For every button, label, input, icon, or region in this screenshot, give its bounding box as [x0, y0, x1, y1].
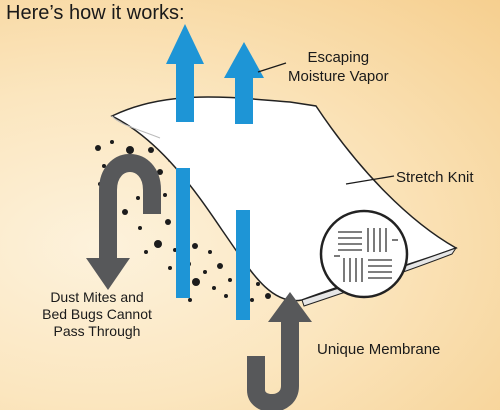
- dust-mites-label-line: Pass Through: [53, 323, 141, 339]
- vapor-label-line: Escaping: [307, 49, 370, 66]
- page-title: Here’s how it works:: [6, 2, 185, 24]
- leader-lines: [257, 62, 395, 185]
- vapor-arrow-icon: [224, 42, 264, 320]
- membrane-arrow-icon: [247, 292, 312, 410]
- stretch-knit-label: Stretch Knit: [396, 169, 474, 186]
- vapor-label: Escaping Moisture Vapor: [288, 48, 389, 86]
- vapor-arrow-icon: [166, 24, 204, 298]
- dust-mites-label-line: Bed Bugs Cannot: [42, 306, 152, 322]
- dust-mites-label-line: Dust Mites and: [50, 289, 144, 305]
- dust-mites-label: Dust Mites and Bed Bugs Cannot Pass Thro…: [28, 289, 166, 340]
- dust-mite-arrow-icon: [86, 154, 161, 290]
- knit-weave-icon: [319, 209, 409, 299]
- vapor-label-line: Moisture Vapor: [288, 68, 389, 85]
- membrane-label: Unique Membrane: [317, 341, 441, 358]
